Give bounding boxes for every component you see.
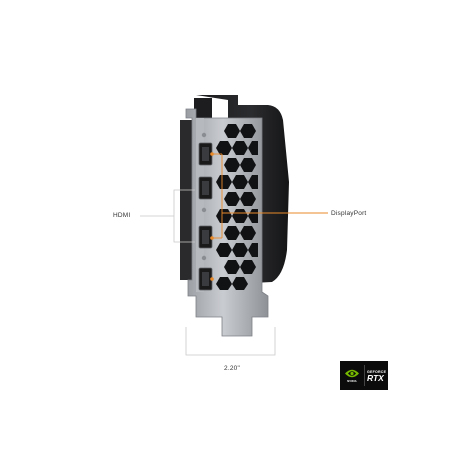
badge-line-2: RTX xyxy=(367,372,384,383)
hdmi-label: HDMI xyxy=(113,212,131,219)
nvidia-eye-icon xyxy=(345,369,359,378)
width-dimension xyxy=(185,327,276,356)
bracket-screws xyxy=(201,132,207,261)
badge-divider xyxy=(364,365,365,386)
geforce-rtx-badge: NVIDIA GEFORCE RTX xyxy=(340,361,388,390)
badge-line-1: GEFORCE xyxy=(367,369,387,374)
displayport-port-1 xyxy=(198,176,213,200)
hex-vents xyxy=(216,124,258,290)
displayport-callout-dots xyxy=(210,152,214,281)
hdmi-port-bottom xyxy=(198,267,213,291)
nvidia-logo: NVIDIA xyxy=(340,361,364,390)
width-label: 2.20" xyxy=(224,365,240,372)
hdmi-callout xyxy=(140,189,195,243)
displayport-port-2 xyxy=(198,225,213,249)
displayport-label: DisplayPort xyxy=(331,210,367,217)
badge-text: GEFORCE RTX xyxy=(365,361,388,390)
nvidia-brand-text: NVIDIA xyxy=(347,380,357,383)
hdmi-port-top xyxy=(198,142,213,166)
